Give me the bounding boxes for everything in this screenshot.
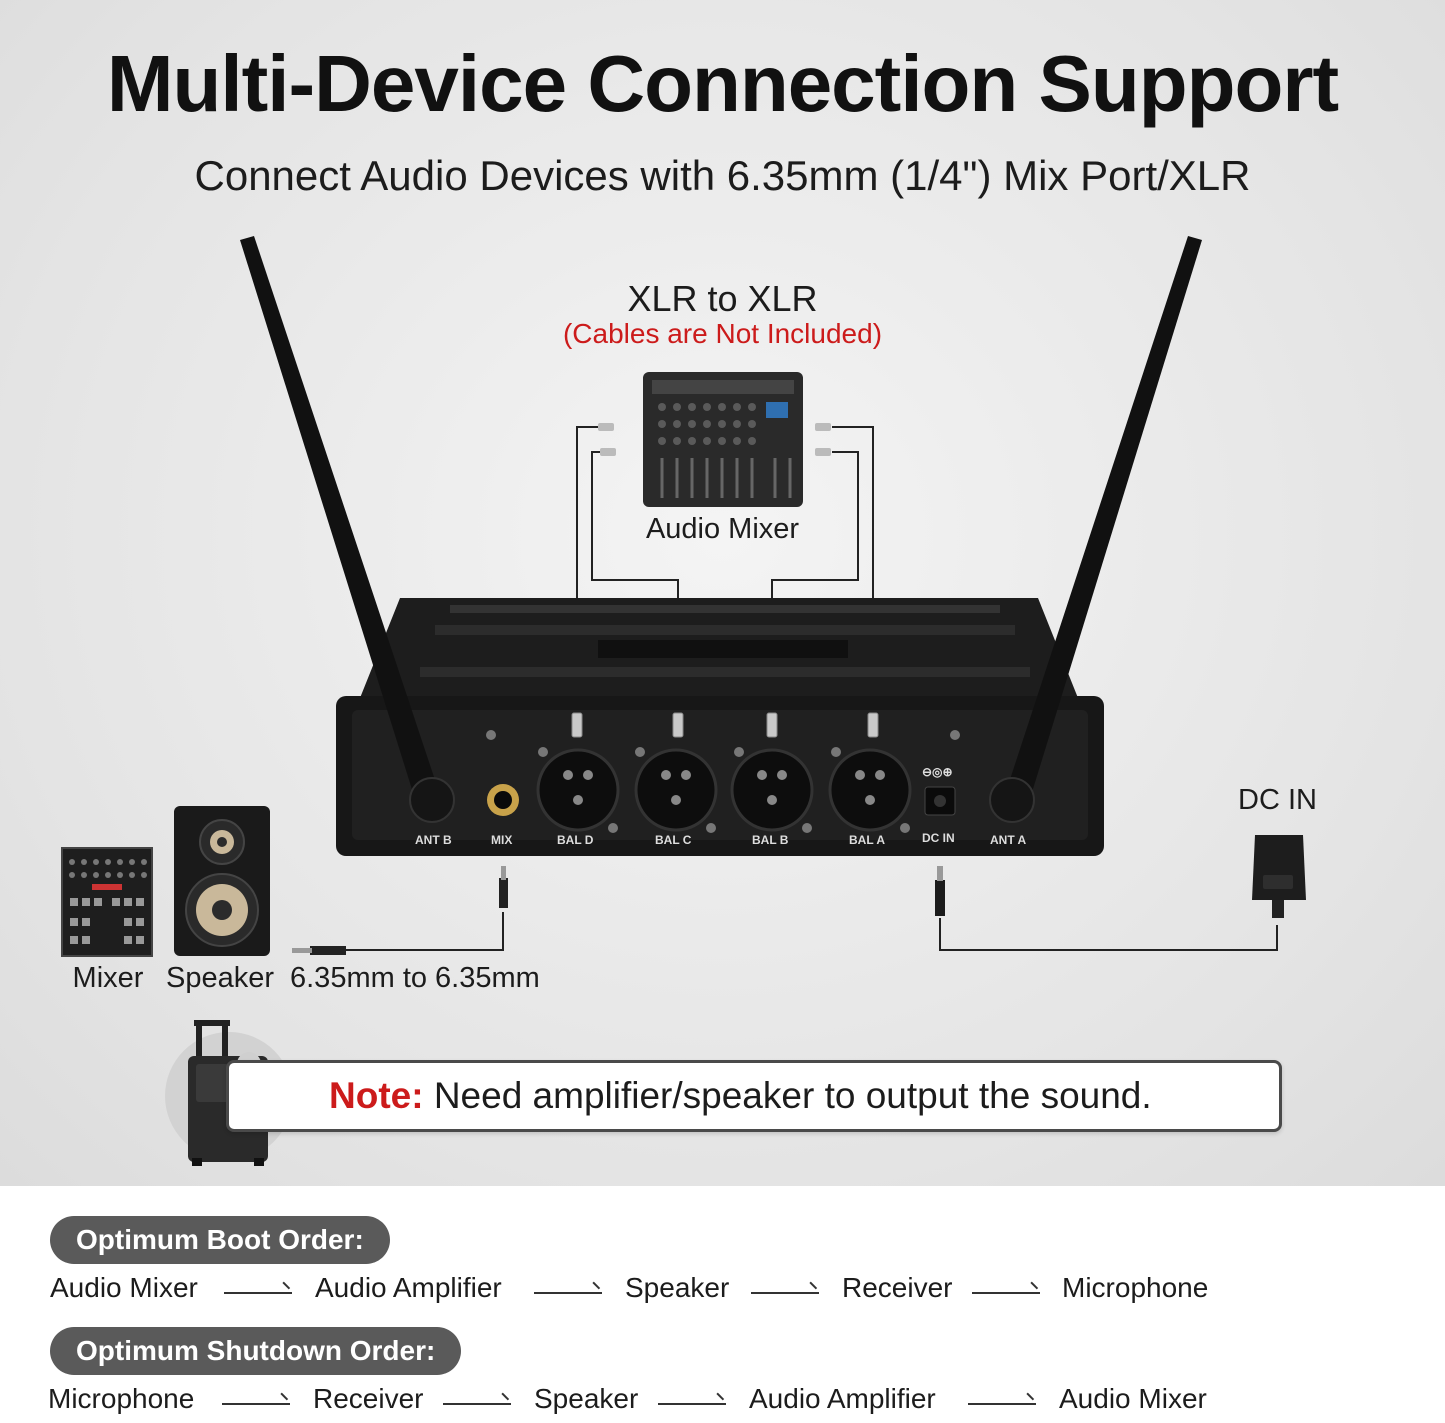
shutdown-order-row: Microphone Receiver Speaker Audio Amplif… xyxy=(0,1383,1445,1423)
shutdown-step: Speaker xyxy=(534,1383,639,1414)
boot-order-title: Optimum Boot Order: xyxy=(50,1216,390,1264)
shutdown-order-title: Optimum Shutdown Order: xyxy=(50,1327,462,1375)
note-text: Note: Need amplifier/speaker to output t… xyxy=(329,1075,1152,1117)
shutdown-step: Microphone xyxy=(48,1383,195,1414)
dc-in-jack: ⊖◎⊕ xyxy=(922,765,956,816)
shutdown-step: Audio Mixer xyxy=(1059,1383,1207,1414)
port-label-bal-a: BAL A xyxy=(849,833,885,847)
arrow-icon xyxy=(968,1403,1036,1406)
jack-plugs xyxy=(292,866,508,955)
shutdown-step: Receiver xyxy=(313,1383,424,1414)
xlr-cables-note: (Cables are Not Included) xyxy=(562,318,883,349)
port-label-ant-b: ANT B xyxy=(415,833,452,847)
note-keyword: Note: xyxy=(329,1075,424,1116)
arrow-icon xyxy=(443,1403,511,1406)
speaker-label: Speaker xyxy=(165,962,274,994)
audio-mixer-device xyxy=(598,372,831,507)
receiver-body xyxy=(336,598,1104,856)
antenna-left xyxy=(240,236,455,823)
diagram-background xyxy=(0,0,1445,1186)
arrow-icon xyxy=(751,1292,819,1295)
page-subtitle: Connect Audio Devices with 6.35mm (1/4")… xyxy=(194,152,1251,199)
boot-order-row: Audio Mixer Audio Amplifier Speaker Rece… xyxy=(0,1272,1445,1312)
shutdown-step: Audio Amplifier xyxy=(749,1383,936,1414)
arrow-icon xyxy=(658,1403,726,1406)
dc-cable xyxy=(939,918,1278,951)
antenna-right xyxy=(989,236,1202,823)
arrow-icon xyxy=(224,1292,292,1295)
boot-step: Microphone xyxy=(1062,1272,1209,1303)
port-labels: ANT B MIX BAL D BAL C BAL B BAL A DC IN … xyxy=(415,831,1027,847)
boot-step: Receiver xyxy=(842,1272,953,1303)
svg-text:⊖◎⊕: ⊖◎⊕ xyxy=(922,765,953,779)
page-title: Multi-Device Connection Support xyxy=(106,39,1339,128)
dc-in-label: DC IN xyxy=(1238,784,1317,816)
mixer-label: Mixer xyxy=(72,962,144,994)
small-mixer-device xyxy=(61,847,153,957)
note-message: Need amplifier/speaker to output the sou… xyxy=(423,1075,1152,1116)
xlr-ports xyxy=(486,730,960,833)
boot-step: Audio Mixer xyxy=(50,1272,198,1303)
arrow-icon xyxy=(222,1403,290,1406)
boot-step: Audio Amplifier xyxy=(315,1272,502,1303)
port-label-bal-d: BAL D xyxy=(557,833,594,847)
boot-step: Speaker xyxy=(625,1272,730,1303)
audio-mixer-label: Audio Mixer xyxy=(645,513,800,545)
note-box: Note: Need amplifier/speaker to output t… xyxy=(226,1060,1282,1132)
port-label-bal-b: BAL B xyxy=(752,833,789,847)
jack-cable xyxy=(345,912,504,951)
dc-plug xyxy=(935,866,945,916)
cable-label: 6.35mm to 6.35mm xyxy=(290,962,540,994)
xlr-title: XLR to XLR xyxy=(627,278,818,319)
power-adapter xyxy=(1252,835,1306,918)
speaker-device xyxy=(174,806,270,956)
port-label-ant-a: ANT A xyxy=(990,833,1027,847)
arrow-icon xyxy=(972,1292,1040,1295)
mix-jack xyxy=(487,784,519,816)
xlr-plug-heads xyxy=(571,712,879,738)
port-label-bal-c: BAL C xyxy=(655,833,692,847)
arrow-icon xyxy=(534,1292,602,1295)
port-label-dc-in: DC IN xyxy=(922,831,955,845)
port-label-mix: MIX xyxy=(491,833,512,847)
connection-diagram: ⊖◎⊕ ANT B MIX BAL D BAL C BAL B BAL A DC… xyxy=(61,236,1306,1166)
